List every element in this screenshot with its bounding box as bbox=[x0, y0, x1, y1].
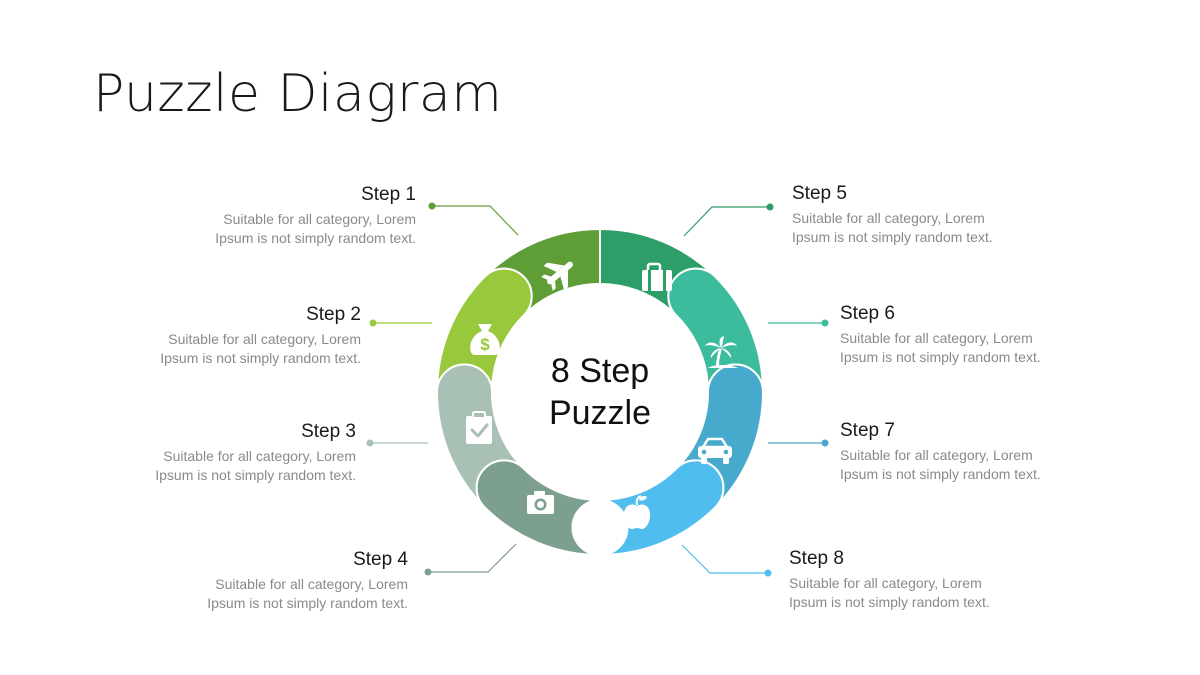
step-7-desc-line-2: Ipsum is not simply random text. bbox=[840, 466, 1041, 482]
connector-dot-step-1 bbox=[428, 202, 436, 210]
step-6-desc-line-2: Ipsum is not simply random text. bbox=[840, 349, 1041, 365]
step-1-desc-line-1: Suitable for all category, Lorem bbox=[223, 211, 416, 227]
connector-dot-step-5 bbox=[766, 203, 774, 211]
clipboard-check-icon bbox=[466, 411, 492, 444]
center-label-line-2: Puzzle bbox=[548, 394, 652, 432]
camera-icon bbox=[527, 491, 554, 514]
step-6-block: Step 6 Suitable for all category, Lorem … bbox=[840, 303, 1140, 367]
money-bag-icon: $ bbox=[470, 324, 500, 355]
connector-dot-step-6 bbox=[821, 319, 829, 327]
step-8-block: Step 8 Suitable for all category, Lorem … bbox=[789, 548, 1089, 612]
step-5-desc-line-1: Suitable for all category, Lorem bbox=[792, 210, 985, 226]
step-8-title: Step 8 bbox=[789, 548, 844, 569]
step-1-title: Step 1 bbox=[361, 184, 416, 205]
center-label-line-1: 8 Step bbox=[550, 352, 650, 390]
step-3-block: Step 3 Suitable for all category, Lorem … bbox=[56, 421, 356, 485]
puzzle-piece-8[interactable] bbox=[599, 459, 725, 557]
step-4-desc-line-1: Suitable for all category, Lorem bbox=[215, 576, 408, 592]
briefcase-icon bbox=[642, 262, 672, 291]
connector-step-5 bbox=[683, 206, 770, 237]
step-4-title: Step 4 bbox=[353, 549, 408, 570]
step-2-block: Step 2 Suitable for all category, Lorem … bbox=[61, 304, 361, 368]
center-label: 8 Step Puzzle bbox=[530, 350, 670, 434]
connector-dot-step-3 bbox=[366, 439, 374, 447]
step-7-desc-line-1: Suitable for all category, Lorem bbox=[840, 447, 1033, 463]
svg-text:$: $ bbox=[480, 335, 490, 354]
step-5-desc-line-2: Ipsum is not simply random text. bbox=[792, 229, 993, 245]
connector-dot-step-4 bbox=[424, 568, 432, 576]
step-3-title: Step 3 bbox=[301, 421, 356, 442]
step-6-title: Step 6 bbox=[840, 303, 895, 324]
puzzle-ring bbox=[435, 227, 765, 557]
car-icon bbox=[698, 437, 732, 464]
step-2-desc-line-2: Ipsum is not simply random text. bbox=[160, 350, 361, 366]
palm-tree-icon bbox=[705, 336, 738, 368]
step-8-desc-line-1: Suitable for all category, Lorem bbox=[789, 575, 982, 591]
step-8-desc-line-2: Ipsum is not simply random text. bbox=[789, 594, 990, 610]
airplane-icon bbox=[541, 261, 573, 291]
step-3-desc-line-2: Ipsum is not simply random text. bbox=[155, 467, 356, 483]
step-1-block: Step 1 Suitable for all category, Lorem … bbox=[116, 184, 416, 248]
connector-dot-step-2 bbox=[369, 319, 377, 327]
step-2-desc-line-1: Suitable for all category, Lorem bbox=[168, 331, 361, 347]
connector-step-8 bbox=[681, 544, 768, 574]
step-4-block: Step 4 Suitable for all category, Lorem … bbox=[108, 549, 408, 613]
step-4-desc-line-2: Ipsum is not simply random text. bbox=[207, 595, 408, 611]
step-5-block: Step 5 Suitable for all category, Lorem … bbox=[792, 183, 1092, 247]
apple-icon bbox=[623, 495, 651, 529]
step-1-desc-line-2: Ipsum is not simply random text. bbox=[215, 230, 416, 246]
connector-step-1 bbox=[432, 205, 519, 236]
step-2-title: Step 2 bbox=[306, 304, 361, 325]
connector-step-4 bbox=[428, 543, 517, 573]
connector-dot-step-8 bbox=[764, 569, 772, 577]
step-3-desc-line-1: Suitable for all category, Lorem bbox=[163, 448, 356, 464]
step-6-desc-line-1: Suitable for all category, Lorem bbox=[840, 330, 1033, 346]
step-5-title: Step 5 bbox=[792, 183, 847, 204]
step-7-title: Step 7 bbox=[840, 420, 895, 441]
page-title: Puzzle Diagram bbox=[93, 64, 503, 124]
step-7-block: Step 7 Suitable for all category, Lorem … bbox=[840, 420, 1140, 484]
connector-dot-step-7 bbox=[821, 439, 829, 447]
